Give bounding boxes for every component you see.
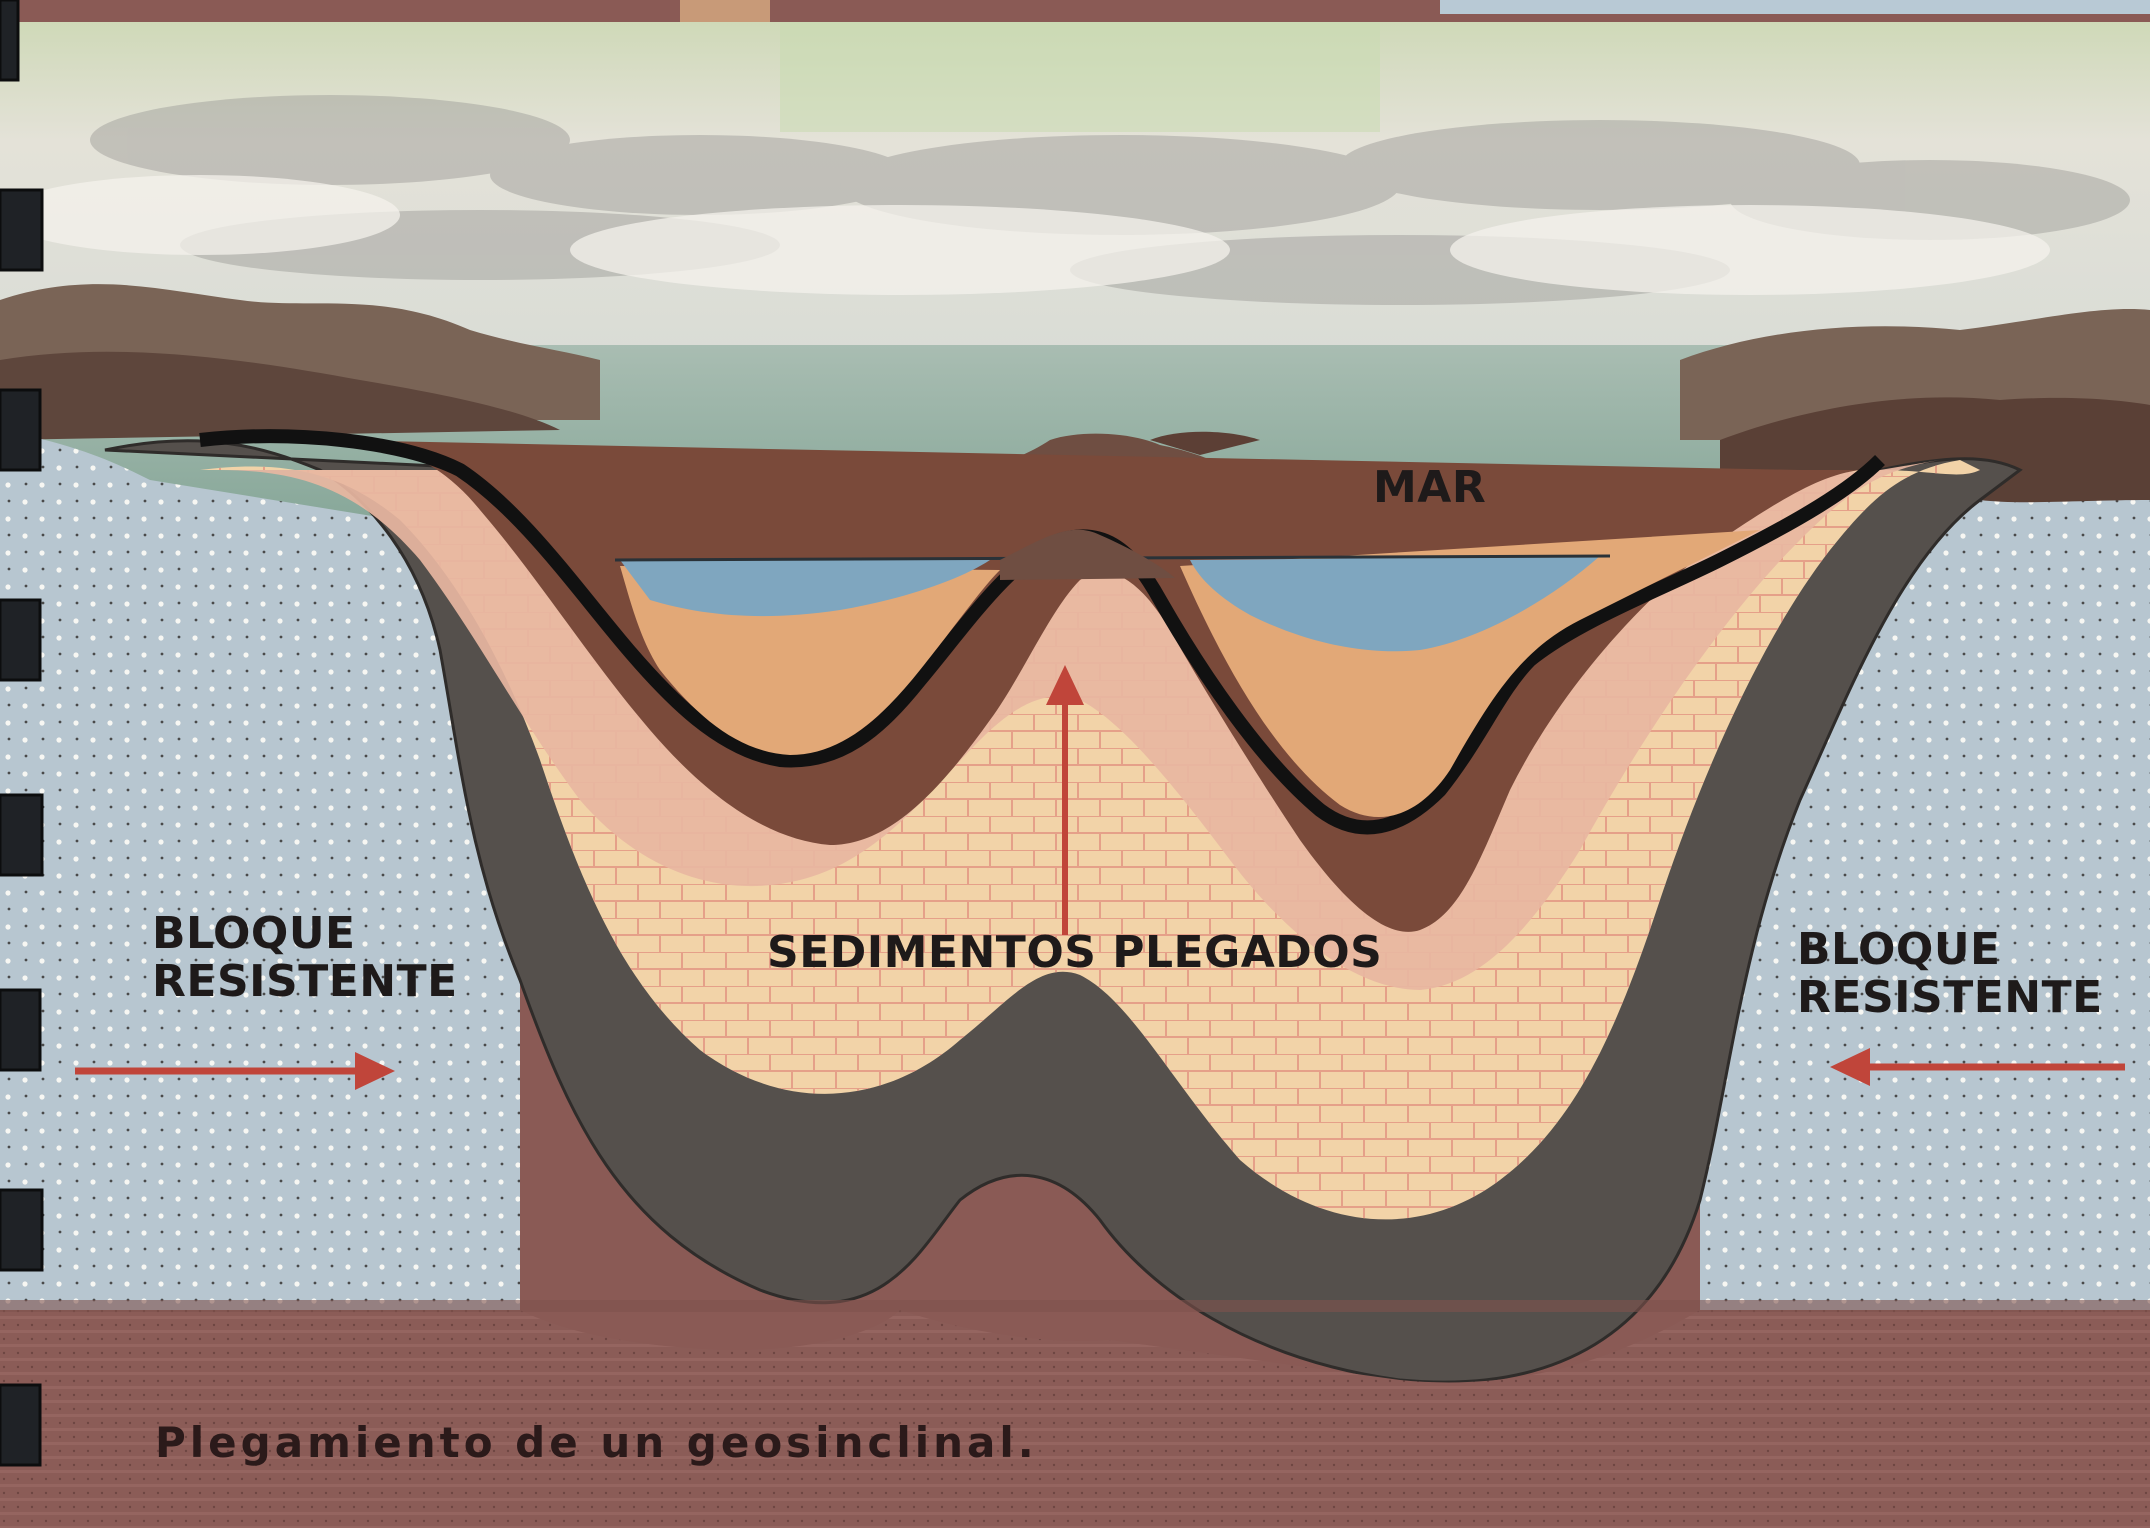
left-block-line1: BLOQUE xyxy=(152,910,458,958)
figure-caption: Plegamiento de un geosinclinal. xyxy=(155,1418,1038,1467)
left-block-line2: RESISTENTE xyxy=(152,958,458,1006)
right-resistant-block-label: BLOQUE RESISTENTE xyxy=(1797,926,2103,1022)
left-resistant-block-label: BLOQUE RESISTENTE xyxy=(152,910,458,1006)
right-block-line1: BLOQUE xyxy=(1797,926,2103,974)
sea-label: MAR xyxy=(1373,462,1486,513)
right-block-line2: RESISTENTE xyxy=(1797,974,2103,1022)
folded-sediments-label: SEDIMENTOS PLEGADOS xyxy=(767,927,1382,978)
